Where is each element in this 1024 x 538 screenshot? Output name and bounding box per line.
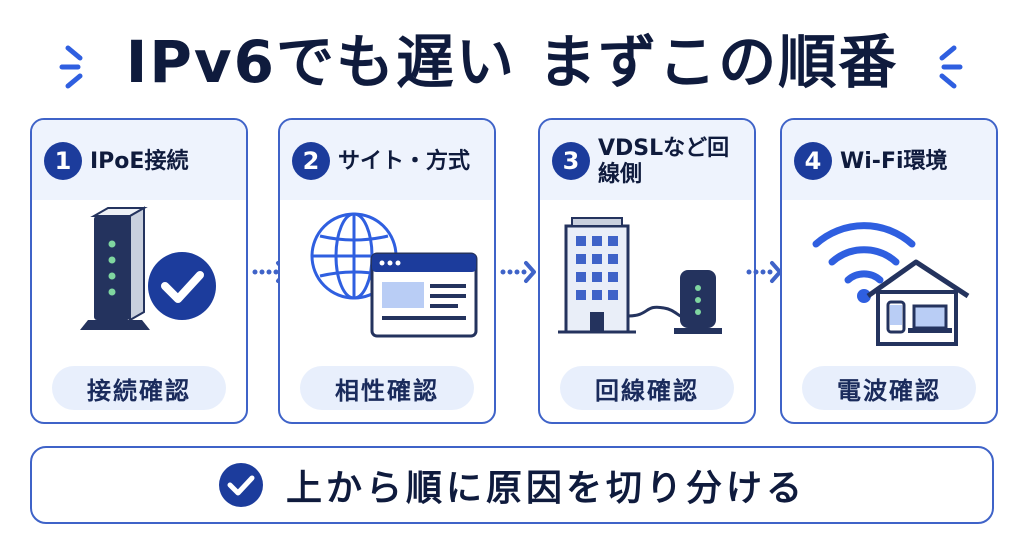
sparkle-right-icon (939, 45, 963, 89)
check-icon (218, 463, 263, 507)
router-check-icon (80, 206, 216, 330)
dotted-arrow-icon (746, 261, 782, 283)
step-card-header: 2 サイト・方式 (280, 120, 494, 200)
step-number: 2 (292, 142, 330, 180)
sparkle-left-icon (59, 45, 83, 89)
step-card-header: 1 IPoE接続 (32, 120, 246, 200)
step-check-label: 電波確認 (802, 366, 976, 410)
step-number: 4 (794, 142, 832, 180)
step-check-label: 接続確認 (52, 366, 226, 410)
conclusion-box: 上から順に原因を切り分ける (30, 446, 994, 524)
step-title: IPoE接続 (90, 148, 189, 174)
step-card-2: 2 サイト・方式 相性確認 (278, 118, 496, 424)
step-card-4: 4 Wi-Fi環境 電波確認 (780, 118, 998, 424)
globe-browser-icon (310, 212, 478, 338)
step-card-3: 3 VDSLなど回線側 回線確認 (538, 118, 756, 424)
conclusion-text: 上から順に原因を切り分ける (285, 468, 806, 509)
step-card-header: 3 VDSLなど回線側 (540, 120, 754, 200)
step-check-label: 相性確認 (300, 366, 474, 410)
step-number: 1 (44, 142, 82, 180)
step-check-label: 回線確認 (560, 366, 734, 410)
step-title: サイト・方式 (338, 148, 471, 174)
page-title: IPv6でも遅い まずこの順番 (125, 28, 899, 96)
step-card-1: 1 IPoE接続 接続確認 (30, 118, 248, 424)
step-title: Wi-Fi環境 (840, 148, 948, 174)
building-line-icon (558, 217, 722, 334)
wifi-house-icon (812, 222, 970, 346)
dotted-arrow-icon (500, 261, 536, 283)
header: IPv6でも遅い まずこの順番 (0, 14, 1024, 100)
step-card-header: 4 Wi-Fi環境 (782, 120, 996, 200)
step-title: VDSLなど回線側 (598, 135, 730, 187)
step-number: 3 (552, 142, 590, 180)
